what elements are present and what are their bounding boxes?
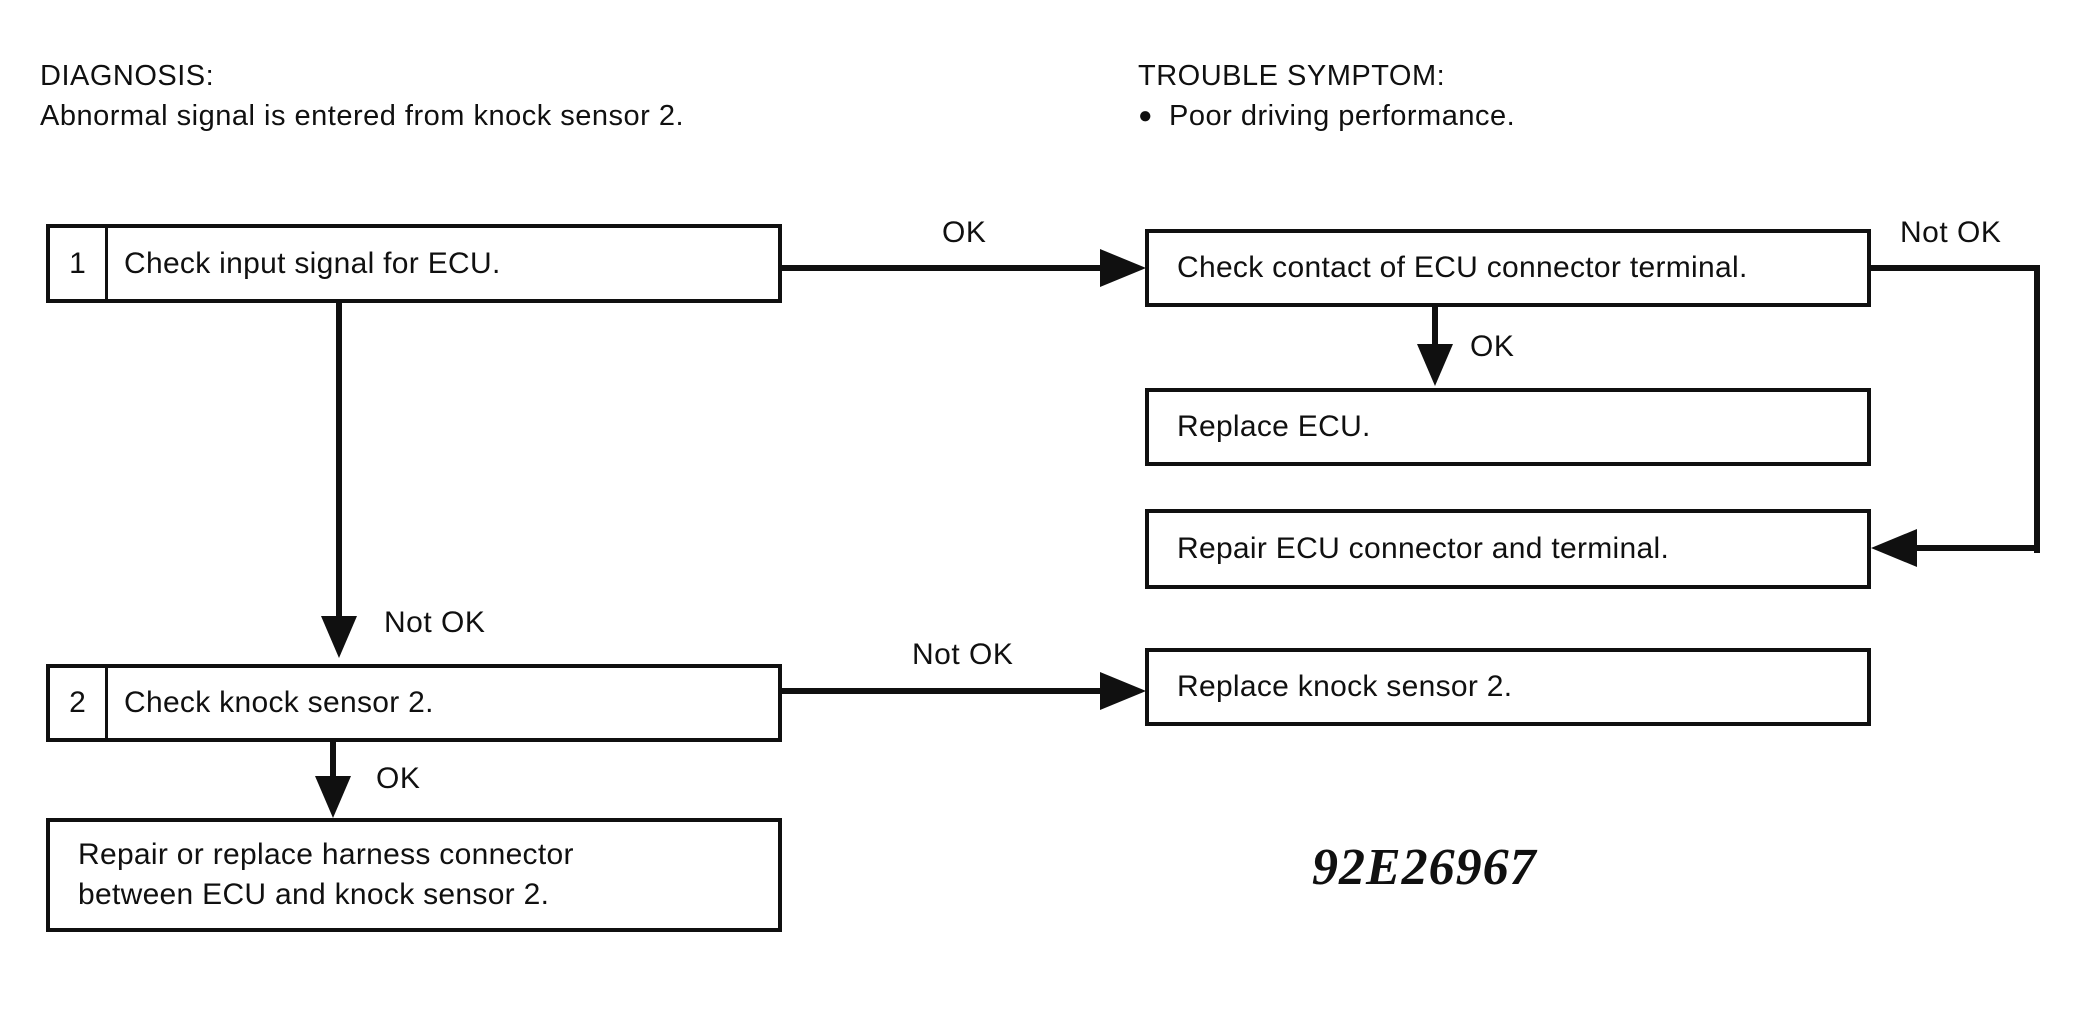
connector-step2-to-replace-sensor [782,688,1105,694]
trouble-symptom-label: TROUBLE SYMPTOM: [1138,60,1446,92]
edge-label-step1-notok: Not OK [384,606,486,639]
arrowhead-right-icon [1100,672,1146,710]
check-contact-text: Check contact of ECU connector terminal. [1177,251,1748,284]
bullet-icon: ● [1138,102,1153,129]
step1-box: 1 Check input signal for ECU. [46,224,782,303]
connector-contact-to-replace-ecu [1432,307,1438,349]
diagnosis-label: DIAGNOSIS: [40,60,215,92]
repair-connector-box: Repair ECU connector and terminal. [1145,509,1871,589]
edge-label-step1-ok: OK [942,216,987,249]
step2-number: 2 [50,668,108,738]
repair-connector-text: Repair ECU connector and terminal. [1177,532,1670,565]
replace-ecu-text: Replace ECU. [1177,410,1371,443]
connector-contact-notok-bottom [1913,545,2037,551]
connector-step1-to-step2 [336,303,342,621]
connector-step2-to-harness [330,742,336,782]
connector-contact-notok-top [1871,265,2040,271]
repair-harness-text: Repair or replace harness connector betw… [78,838,574,911]
step2-text: Check knock sensor 2. [124,686,434,719]
step2-box: 2 Check knock sensor 2. [46,664,782,742]
edge-label-step2-notok: Not OK [912,638,1014,671]
trouble-symptom-text: Poor driving performance. [1169,100,1516,132]
trouble-symptom-item: ● Poor driving performance. [1138,96,1515,136]
arrowhead-left-icon [1871,529,1917,567]
edge-label-step2-ok: OK [376,762,421,795]
figure-code: 92E26967 [1312,839,1537,896]
step1-text: Check input signal for ECU. [124,246,501,280]
arrowhead-down-icon [1417,344,1453,386]
edge-label-contact-ok: OK [1470,330,1515,363]
arrowhead-down-icon [321,616,357,658]
replace-sensor-box: Replace knock sensor 2. [1145,648,1871,726]
step1-number: 1 [50,228,108,299]
repair-harness-box: Repair or replace harness connector betw… [46,818,782,932]
replace-sensor-text: Replace knock sensor 2. [1177,670,1513,703]
diagnosis-text: Abnormal signal is entered from knock se… [40,100,685,132]
arrowhead-down-icon [315,776,351,818]
connector-step1-to-contact [782,265,1105,271]
connector-contact-notok-side [2034,265,2040,553]
arrowhead-right-icon [1100,249,1146,287]
replace-ecu-box: Replace ECU. [1145,388,1871,466]
diagnosis-section: DIAGNOSIS: Abnormal signal is entered fr… [40,56,684,136]
trouble-symptom-section: TROUBLE SYMPTOM: ● Poor driving performa… [1138,56,1515,136]
check-contact-box: Check contact of ECU connector terminal. [1145,229,1871,307]
edge-label-contact-notok: Not OK [1900,216,2002,249]
